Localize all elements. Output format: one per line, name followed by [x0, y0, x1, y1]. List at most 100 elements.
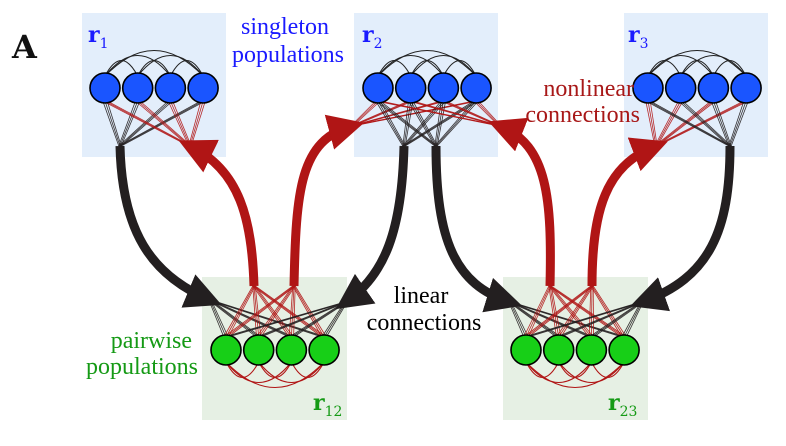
r12-fan-line: [260, 285, 296, 338]
nonlinear-arrow-r12-r1: [178, 139, 259, 287]
r1-fan-line: [139, 100, 192, 147]
r1-fan-line: [118, 100, 136, 147]
r23-fan-line: [548, 285, 590, 338]
r1-fan-line: [137, 100, 191, 147]
r12-fan-line: [258, 285, 295, 338]
r23-fan-line: [560, 285, 594, 338]
r12-fan-line: [291, 285, 295, 338]
r23-recurrent-arc: [558, 361, 625, 384]
r12-fan-line: [225, 285, 255, 338]
r2-fan-line: [435, 100, 477, 147]
r1-fan-line: [118, 100, 169, 147]
r3-fan-line: [657, 100, 749, 147]
r2-recurrent-arc: [377, 49, 477, 77]
r3-label: r3: [628, 22, 649, 52]
r23-fan-line: [556, 301, 641, 338]
r23-fan-line: [550, 285, 594, 338]
r2-neuron-node: [362, 72, 394, 104]
r23-neuron-node: [510, 334, 542, 366]
r23-recurrent-arc: [590, 361, 625, 379]
r3-neuron-node: [730, 72, 762, 104]
r3-neuron-node: [664, 72, 697, 104]
r2-fan-line: [436, 100, 479, 147]
r23-fan-line: [523, 285, 592, 338]
r23-fan-line: [549, 285, 592, 338]
r12-fan-line: [223, 285, 254, 338]
r12-recurrent-arc: [290, 361, 325, 379]
r3-neuron-node: [632, 72, 664, 104]
r1-recurrent-arc: [169, 59, 204, 77]
r1-fan-line: [189, 100, 204, 147]
r23-fan-line: [511, 301, 594, 338]
r1-fan-line: [118, 100, 202, 147]
r3-recurrent-arc: [712, 59, 747, 77]
r2-label: r2: [362, 22, 383, 52]
r12-neuron-node: [308, 334, 340, 366]
r12-neuron-node: [210, 334, 242, 366]
r3-fan-line: [728, 100, 745, 147]
r1-fan-line: [106, 100, 122, 147]
r12-fan-line: [227, 285, 256, 338]
r1-neuron-node: [89, 72, 121, 104]
r12-fan-line: [288, 285, 294, 338]
r2-recurrent-arc: [410, 54, 477, 77]
r3-fan-line: [682, 100, 732, 147]
r3-fan-line: [680, 100, 731, 147]
panel-letter: A: [11, 28, 38, 66]
r3-fan-line: [645, 100, 729, 147]
r3-fan-line: [647, 100, 731, 147]
r12-neuron-node: [242, 334, 275, 366]
r2-fan-line: [435, 100, 444, 147]
nonlinear-label: nonlinear connections: [525, 76, 640, 128]
r3-neuron-node: [697, 72, 730, 104]
r12-fan-line: [260, 301, 348, 338]
r12-fan-line: [256, 285, 294, 338]
r2-fan-line: [436, 100, 446, 147]
r2-fan-line: [375, 100, 404, 147]
r3-fan-line: [655, 100, 747, 147]
r12-neuron-node: [275, 334, 308, 366]
r1-fan-line: [135, 100, 190, 147]
r1-fan-line: [188, 100, 202, 147]
r3-recurrent-arc: [647, 54, 714, 77]
singleton-label: singleton populations: [232, 14, 344, 68]
r12-fan-line: [292, 285, 323, 338]
r12-recurrent-arc: [258, 361, 325, 384]
r2-fan-line: [377, 100, 437, 147]
r12-recurrent-arc: [225, 361, 325, 389]
r12-fan-line: [225, 285, 295, 338]
r1-recurrent-arc: [104, 54, 171, 77]
r12-fan-line: [252, 285, 290, 338]
r1-label: r1: [88, 22, 109, 52]
r2-fan-line: [377, 100, 405, 147]
r23-fan-line: [556, 285, 592, 338]
r1-fan-line: [167, 100, 190, 147]
r12-label: r12: [313, 390, 342, 420]
r3-fan-line: [729, 100, 747, 147]
r12-fan-line: [293, 285, 325, 338]
r12-fan-line: [288, 301, 346, 338]
r2-neuron-node: [394, 72, 427, 104]
r1-neuron-node: [154, 72, 187, 104]
recurrent-connections: [104, 49, 747, 389]
r2-neuron-node: [460, 72, 492, 104]
linear-arrow-r3-r23: [630, 145, 735, 312]
r1-neuron-node: [121, 72, 154, 104]
r3-fan-line: [678, 100, 730, 147]
r12-fan-line: [256, 301, 345, 338]
r1-fan-line: [119, 100, 139, 147]
r23-fan-line: [527, 285, 594, 338]
r12-fan-line: [258, 301, 347, 338]
r23-fan-line: [558, 285, 593, 338]
r1-fan-line: [190, 100, 206, 147]
r1-fan-line: [102, 100, 189, 147]
r23-recurrent-arc: [525, 361, 625, 389]
nonlinear-arrow-r23-r3: [587, 137, 668, 287]
pairwise-label: pairwise populations: [86, 328, 198, 380]
r2-fan-line: [379, 100, 406, 147]
r23-fan-line: [527, 285, 552, 338]
population-arrows: [115, 114, 735, 313]
r1-fan-line: [104, 100, 121, 147]
linear-arrow-r2-r23: [431, 145, 523, 313]
r3-fan-line: [713, 100, 731, 147]
